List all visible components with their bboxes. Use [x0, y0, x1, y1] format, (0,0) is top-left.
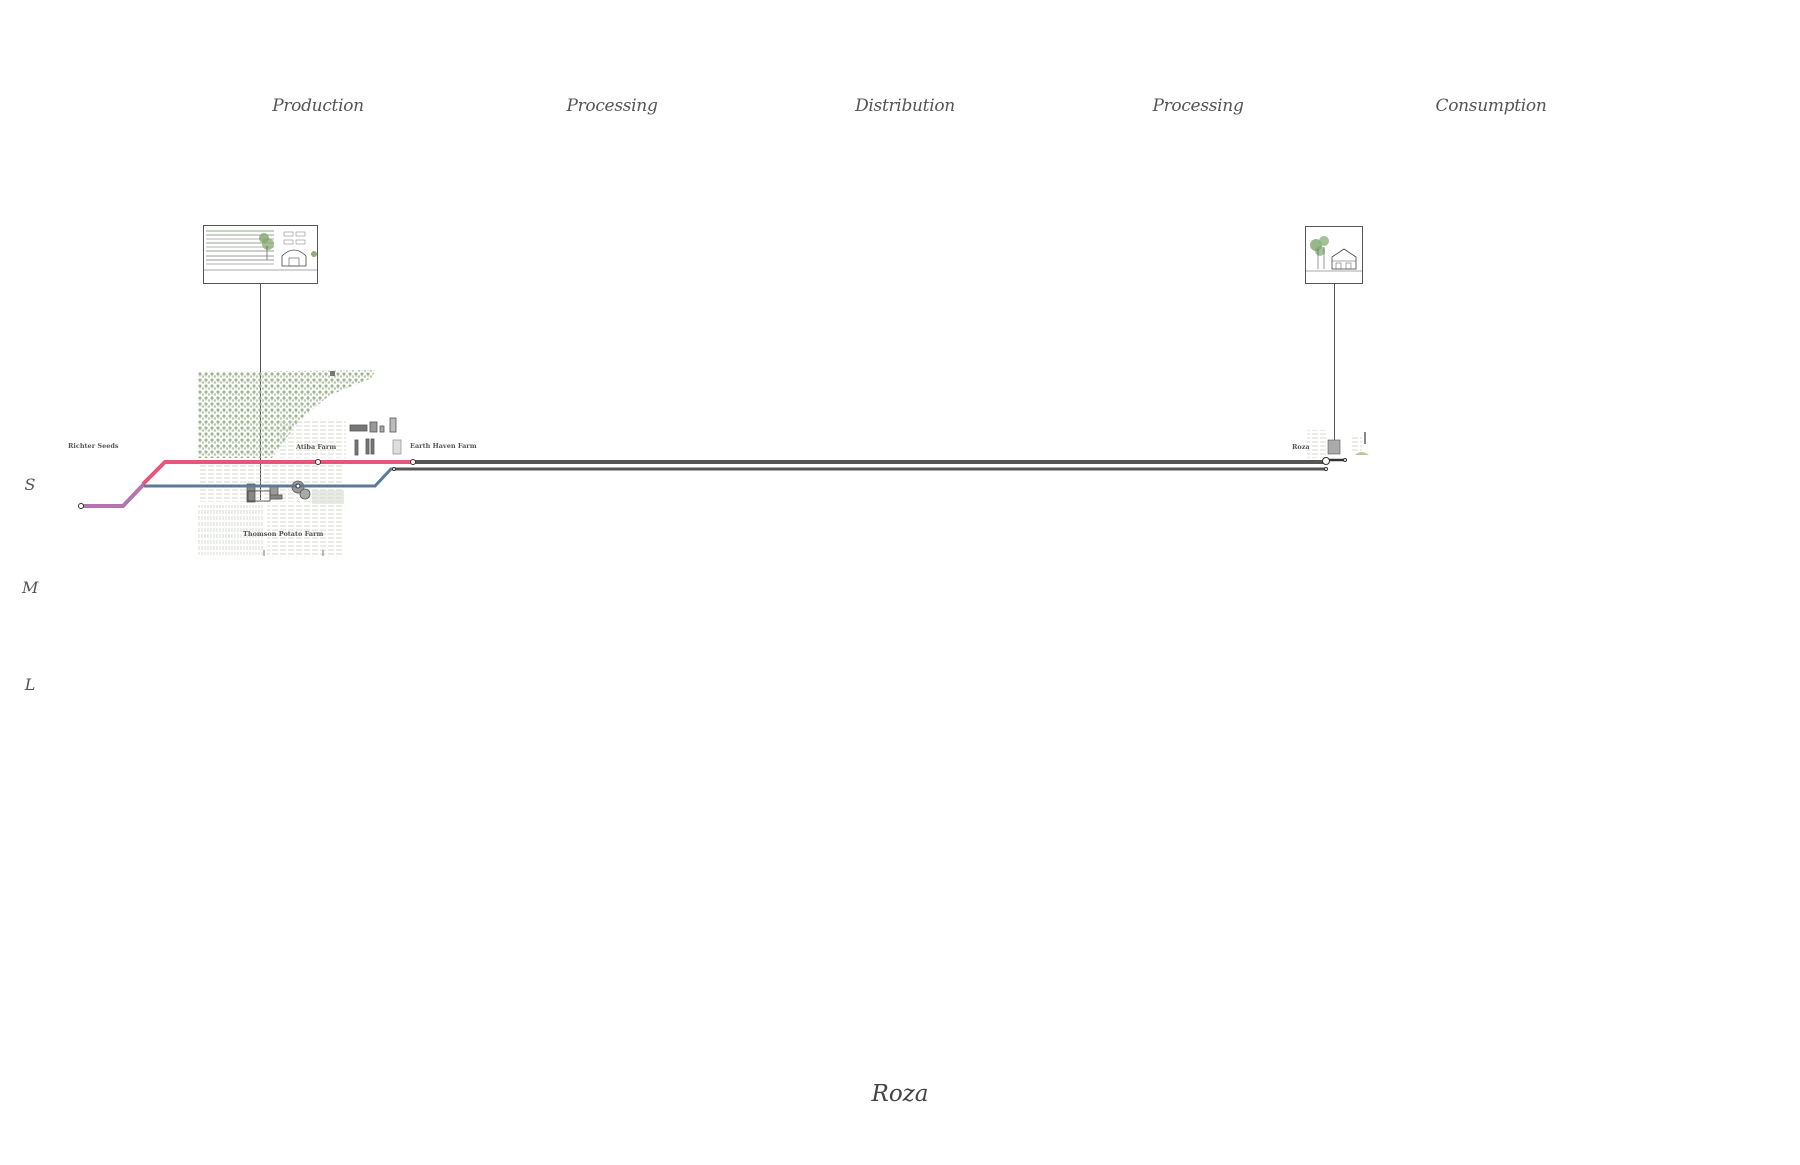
scale-label-large: L [24, 675, 36, 694]
stage-label-processing-1: Processing [566, 96, 658, 116]
stage-label-consumption: Consumption [1435, 96, 1547, 116]
scale-label-small: S [24, 475, 36, 494]
purple-route [82, 482, 146, 508]
scale-label-medium: M [22, 578, 39, 597]
node-roza [1322, 457, 1330, 465]
route-nodes [78, 457, 1347, 509]
roza-buildings-illustration-icon [1307, 430, 1369, 458]
forest-illustration-icon [198, 370, 375, 458]
house-illustration-icon [1306, 236, 1362, 272]
place-label-thomson-potato-farm: Thomson Potato Farm [243, 530, 324, 538]
node-earth-haven-farm [410, 459, 416, 465]
stage-label-processing-2: Processing [1152, 96, 1244, 116]
place-label-atiba-farm: Atiba Farm [296, 443, 337, 451]
node-roza-end [1343, 458, 1347, 462]
pink-route [141, 460, 413, 486]
farm-fields-illustration-icon [198, 420, 346, 556]
diagram-title: Roza [871, 1081, 929, 1107]
stage-label-distribution: Distribution [855, 96, 955, 116]
production-thumbnail[interactable] [203, 225, 318, 284]
node-earth-haven-lower [392, 467, 396, 471]
consumption-leader-line [1334, 284, 1335, 454]
node-richter-seeds [78, 503, 84, 509]
node-roza-lower [1324, 467, 1328, 471]
consumption-thumbnail[interactable] [1305, 226, 1363, 284]
node-thomson-potato-farm [295, 483, 301, 489]
stage-label-production: Production [272, 96, 364, 116]
farm-buildings-illustration-icon [246, 417, 402, 503]
place-label-richter-seeds: Richter Seeds [68, 442, 119, 450]
node-atiba-farm [315, 459, 321, 465]
place-label-earth-haven-farm: Earth Haven Farm [410, 442, 477, 450]
farm-barn-illustration-icon [204, 230, 317, 271]
place-label-roza: Roza [1292, 443, 1310, 451]
